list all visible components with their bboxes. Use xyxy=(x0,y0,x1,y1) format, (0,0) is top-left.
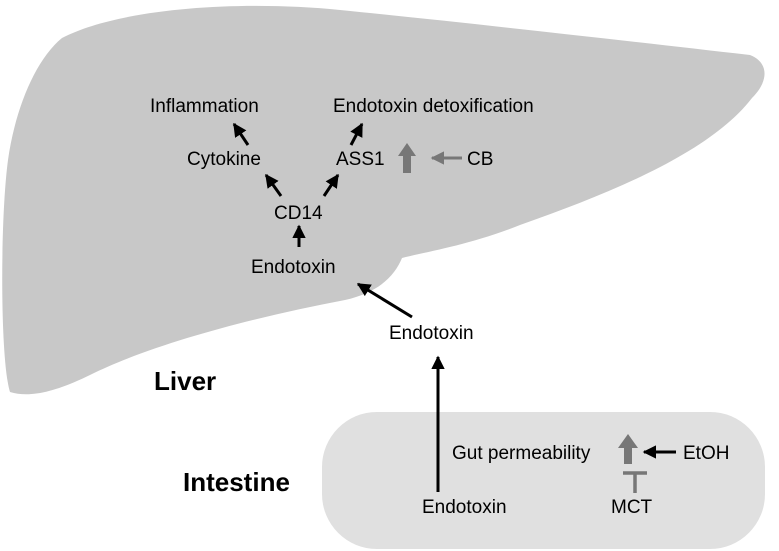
arrow-cytokine-to-inflammation xyxy=(232,122,250,146)
arrow-cd14-to-cytokine xyxy=(264,173,283,197)
inflammation-label: Inflammation xyxy=(150,96,259,117)
cytokine-label: Cytokine xyxy=(187,149,261,170)
cd14-label: CD14 xyxy=(274,203,323,224)
intestine-label: Intestine xyxy=(183,467,290,497)
endotoxin-detoxification-label: Endotoxin detoxification xyxy=(333,96,534,117)
liver-label: Liver xyxy=(154,366,217,396)
arrow-cd14-to-ass1 xyxy=(322,173,340,197)
gut-permeability-increase-arrow xyxy=(618,434,638,464)
liver-endotoxin-label: Endotoxin xyxy=(251,257,336,278)
mct-label: MCT xyxy=(611,497,653,518)
etoh-label: EtOH xyxy=(683,443,730,464)
gut-permeability-label: Gut permeability xyxy=(452,443,591,464)
arrow-portal-endotoxin-to-liver xyxy=(356,282,413,319)
intestine-shape xyxy=(322,412,765,549)
gut-endotoxin-label: Endotoxin xyxy=(422,497,507,518)
liver-shape xyxy=(2,5,765,395)
cb-label: CB xyxy=(467,149,494,170)
ass1-increase-arrow xyxy=(398,143,416,173)
ass1-label: ASS1 xyxy=(336,149,385,170)
portal-endotoxin-label: Endotoxin xyxy=(389,323,474,344)
arrow-ass1-to-detoxification xyxy=(349,122,364,146)
